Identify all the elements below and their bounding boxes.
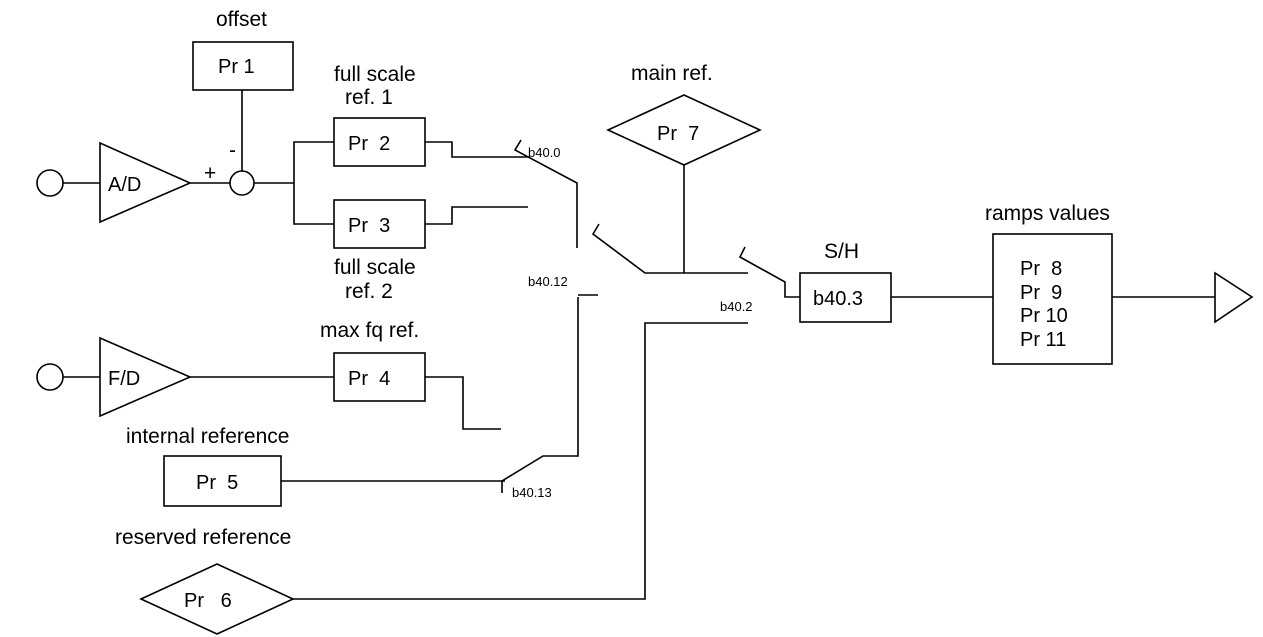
pr7-label: Pr 7 <box>657 123 699 145</box>
fd-converter-label: F/D <box>108 368 140 390</box>
switch-b40-2-label: b40.2 <box>720 299 753 314</box>
max-fq-ref-label: max fq ref. <box>320 319 419 342</box>
switch-b40-12-label: b40.12 <box>528 274 568 289</box>
b40-3-label: b40.3 <box>813 288 863 310</box>
switch-b40-0 <box>513 139 578 248</box>
ramps-values-label: ramps values <box>985 202 1110 225</box>
pr1-label: Pr 1 <box>218 56 255 78</box>
switch-b40-2 <box>738 246 800 298</box>
switch-b40-13 <box>501 297 579 493</box>
switch-b40-13-label: b40.13 <box>512 485 552 500</box>
pr5-label: Pr 5 <box>196 472 238 494</box>
full-scale-ref1-line1: full scale <box>334 63 416 86</box>
ramp-pr11: Pr 11 <box>1020 329 1066 351</box>
full-scale-ref1-line2: ref. 1 <box>345 86 393 109</box>
full-scale-ref2-line2: ref. 2 <box>345 280 393 303</box>
pr4-label: Pr 4 <box>348 368 390 390</box>
pr7-block <box>606 94 762 166</box>
ramps-block <box>992 233 1113 365</box>
pr5-block <box>163 455 282 507</box>
wire <box>293 141 334 225</box>
pr3-label: Pr 3 <box>348 215 390 237</box>
sample-hold-label: S/H <box>824 240 859 263</box>
wire <box>425 141 528 158</box>
wire <box>425 376 501 430</box>
ad-converter-block <box>99 141 192 224</box>
main-ref-label: main ref. <box>631 62 713 85</box>
output-arrow <box>1214 271 1254 324</box>
ad-converter-label: A/D <box>108 174 141 196</box>
ramp-pr8: Pr 8 <box>1020 258 1062 280</box>
ramp-pr9: Pr 9 <box>1020 282 1062 304</box>
reserved-reference-label: reserved reference <box>115 526 291 549</box>
switch-b40-0-label: b40.0 <box>528 145 561 160</box>
offset-label: offset <box>216 8 267 31</box>
wire <box>293 322 748 600</box>
summing-junction <box>229 170 255 196</box>
minus-sign: - <box>229 139 236 162</box>
full-scale-ref2-line1: full scale <box>334 256 416 279</box>
wire <box>425 206 528 225</box>
pr6-label: Pr 6 <box>184 590 232 612</box>
analog-input-terminal <box>36 169 64 197</box>
plus-sign: + <box>204 162 216 185</box>
switch-b40-12 <box>591 223 748 274</box>
pr1-block <box>192 41 294 91</box>
pr2-label: Pr 2 <box>348 133 390 155</box>
internal-reference-label: internal reference <box>126 425 289 448</box>
b40-3-block <box>799 272 892 323</box>
pr4-block <box>333 352 426 402</box>
ramp-pr10: Pr 10 <box>1020 305 1068 327</box>
fd-converter-block <box>99 336 193 418</box>
frequency-input-terminal <box>36 363 64 391</box>
